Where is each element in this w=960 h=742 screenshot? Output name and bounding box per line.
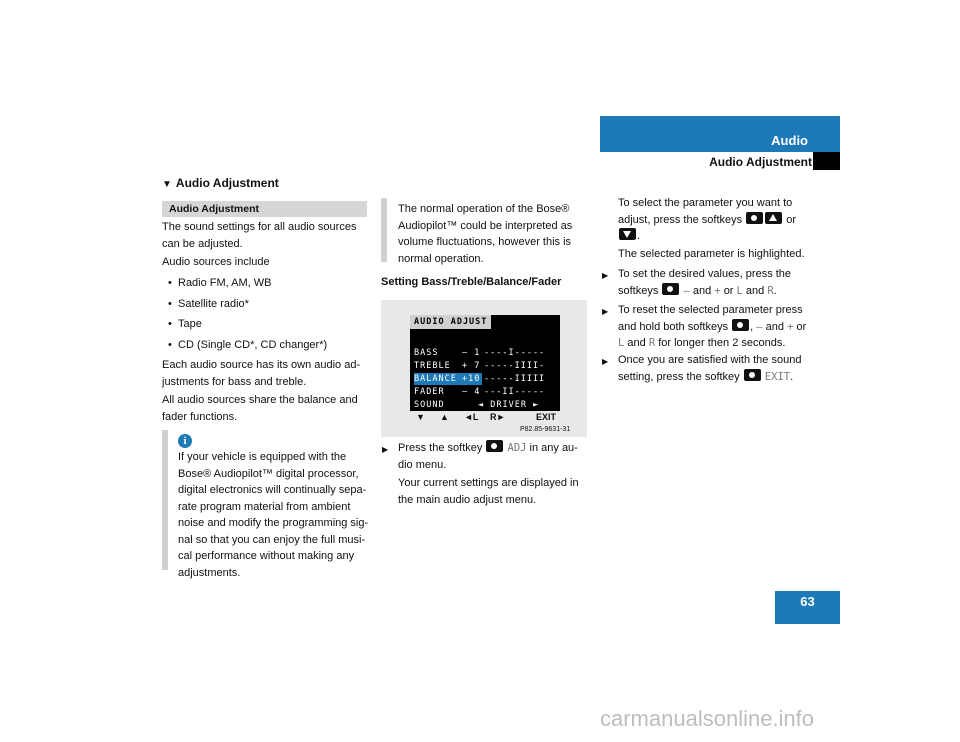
sources-label: Audio sources include — [162, 256, 270, 268]
softkey-up: ▲ — [440, 412, 449, 422]
info-icon: i — [178, 434, 192, 448]
screen-value: – 1 — [462, 348, 481, 358]
bose-note: The normal operation of the Bose® Audiop… — [398, 203, 573, 265]
screen-row-balance: BALANCE — [414, 373, 474, 385]
section-title: Audio Adjustment — [709, 155, 812, 169]
subheading: Setting Bass/Treble/Balance/Fader — [381, 276, 562, 288]
para-balance-fader: All audio sources share the balance and … — [162, 394, 358, 423]
note-bar — [162, 430, 168, 570]
screen-bar: ◄ DRIVER ► — [478, 400, 540, 410]
screen-bar: -----IIII- — [484, 361, 546, 371]
step-exit: Once you are satisfied with the sound se… — [602, 352, 813, 385]
box-title: Audio Adjustment — [162, 201, 367, 217]
triangle-down-icon: ▼ — [162, 179, 172, 190]
softkey-icon — [662, 282, 680, 295]
screen-bar: ---II----- — [484, 387, 546, 397]
figure-id: P82.85-9631-31 — [520, 426, 571, 433]
screen-row-fader: FADER — [414, 387, 445, 397]
softkey-icon — [746, 211, 764, 224]
list-item: Satellite radio* — [168, 296, 249, 313]
screen-bar: -----IIIII — [484, 374, 546, 384]
page-heading: ▼Audio Adjustment — [162, 176, 279, 190]
arrow-up-icon — [765, 211, 783, 224]
arrow-down-icon — [619, 228, 636, 240]
note-bar — [381, 198, 387, 262]
softkey-down: ▼ — [416, 412, 425, 422]
screen-row-bass: BASS — [414, 348, 439, 358]
intro-text: The sound settings for all audio sources… — [162, 221, 357, 250]
softkey-right: R► — [490, 412, 506, 422]
list-item: Radio FM, AM, WB — [168, 275, 271, 292]
softkey-exit: EXIT — [536, 412, 557, 422]
screen-value: + 7 — [462, 361, 481, 371]
watermark: carmanualsonline.info — [600, 706, 815, 731]
step-press-adj: Press the softkey ADJ in any au-dio menu… — [382, 440, 588, 473]
softkey-left: ◄L — [464, 412, 479, 422]
para-adjustments: Each audio source has its own audio ad-j… — [162, 359, 361, 388]
page-number: 63 — [775, 591, 840, 624]
list-item: Tape — [168, 316, 202, 333]
highlight-text: The selected parameter is highlighted. — [618, 248, 805, 260]
list-item: CD (Single CD*, CD changer*) — [168, 337, 327, 354]
section-marker — [813, 152, 840, 170]
screen-value: +10 — [462, 373, 482, 385]
chapter-title: Audio — [771, 133, 808, 148]
screen-title: AUDIO ADJUST — [410, 315, 492, 329]
step-set-values: To set the desired values, press the sof… — [602, 266, 808, 299]
screen-value: – 4 — [462, 387, 481, 397]
softkey-icon — [743, 368, 761, 381]
info-note: If your vehicle is equipped with the Bos… — [178, 451, 369, 579]
screen-row-sound: SOUND — [414, 400, 445, 410]
softkey-icon — [732, 318, 750, 331]
step-reset: To reset the selected parameter press an… — [602, 302, 813, 352]
audio-adjust-screen: AUDIO ADJUST BASS – 1 ----I----- TREBLE … — [410, 315, 560, 411]
chapter-tab: Audio — [600, 116, 840, 152]
step-result: Your current settings are displayed in t… — [398, 477, 579, 506]
softkey-icon — [486, 440, 504, 452]
screen-row-treble: TREBLE — [414, 361, 451, 371]
select-parameter-text: To select the parameter you want to adju… — [618, 197, 797, 242]
screen-bar: ----I----- — [484, 348, 546, 358]
